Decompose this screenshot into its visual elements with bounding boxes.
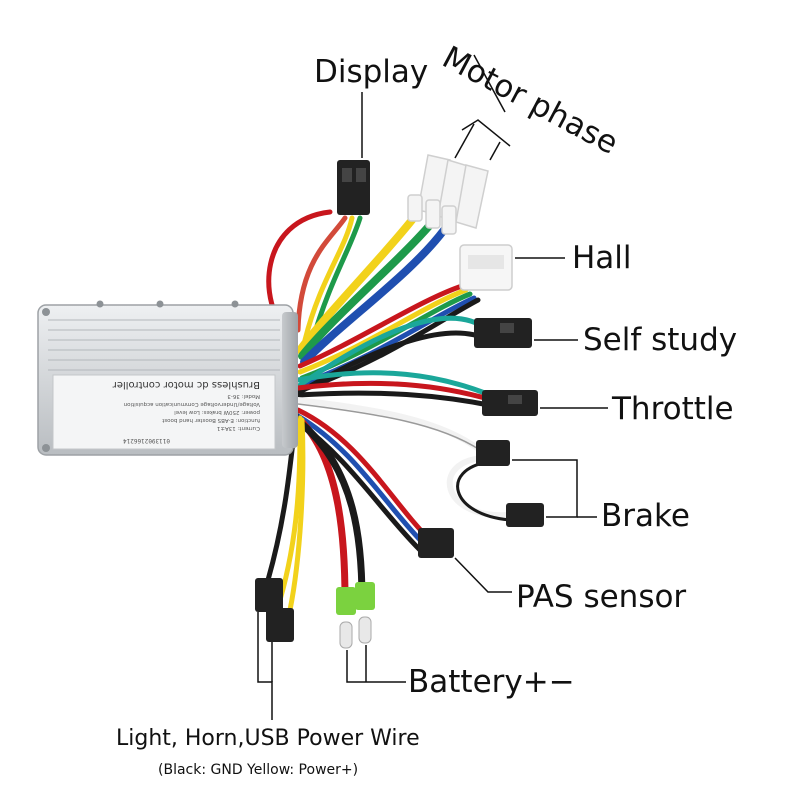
light-horn-usb-label: Light, Horn,USB Power Wire [116,726,420,751]
light-wire-yellow [277,415,303,603]
throttle-wire-black [295,390,497,409]
display-wire-red2 [295,215,348,333]
brake-loop-black [456,460,512,522]
battery-label: Battery+− [408,664,575,700]
brake-loop-white [446,455,513,519]
self-study-connector [474,318,532,348]
phase-wire-blue [300,226,448,366]
hall-label: Hall [572,240,632,276]
display-label: Display [314,54,429,90]
light-horn-note-label: (Black: GND Yellow: Power+) [158,762,359,778]
throttle-label: Throttle [612,391,734,427]
brake-wire-white [295,397,483,453]
pas-connector [418,528,454,558]
sticker-serial: 0113902166214 [123,437,170,444]
sticker-title: Brushless dc motor controller [112,379,260,390]
light-wire-yellow2 [287,417,306,613]
wire-bundle [265,209,513,613]
phase-wire-green [298,221,434,360]
brake-label: Brake [601,498,690,534]
hall-connector [459,244,513,291]
battery-wire-black [298,420,366,604]
display-connector [337,160,370,215]
sticker-line: Current: 13A±1 [217,425,260,431]
sticker-line: Voltage/Undervoltage Communication acqui… [123,401,260,407]
brake-connectors [476,440,544,527]
throttle-wire-teal [295,370,493,398]
throttle-connector [482,390,538,416]
battery-terminals [336,582,375,649]
display-wire-yellow [302,215,355,343]
selfstudy-wire-teal [297,315,491,388]
brake-wire-grey [297,403,481,451]
hall-wire-yellow [297,287,469,375]
self-study-label: Self study [583,322,738,358]
light-horn-connectors [255,578,294,642]
phase-wire-yellow [296,216,416,354]
controller-sticker: Brushless dc motor controller Model: 36-… [52,374,276,450]
sticker-line: Model: 36-3 [227,393,260,399]
pas-wire-blue [295,413,428,548]
pas-sensor-label: PAS sensor [516,579,687,615]
sticker-line: function: E-ABS Booster hand boost [161,417,260,423]
pas-wire-red [295,407,433,543]
motor-phase-connectors [407,154,489,235]
sticker-line: power: 250W brakes: Low level [174,409,260,415]
throttle-wire-red [295,380,495,403]
hall-wire-red [297,283,465,369]
leader-lines [257,54,608,720]
